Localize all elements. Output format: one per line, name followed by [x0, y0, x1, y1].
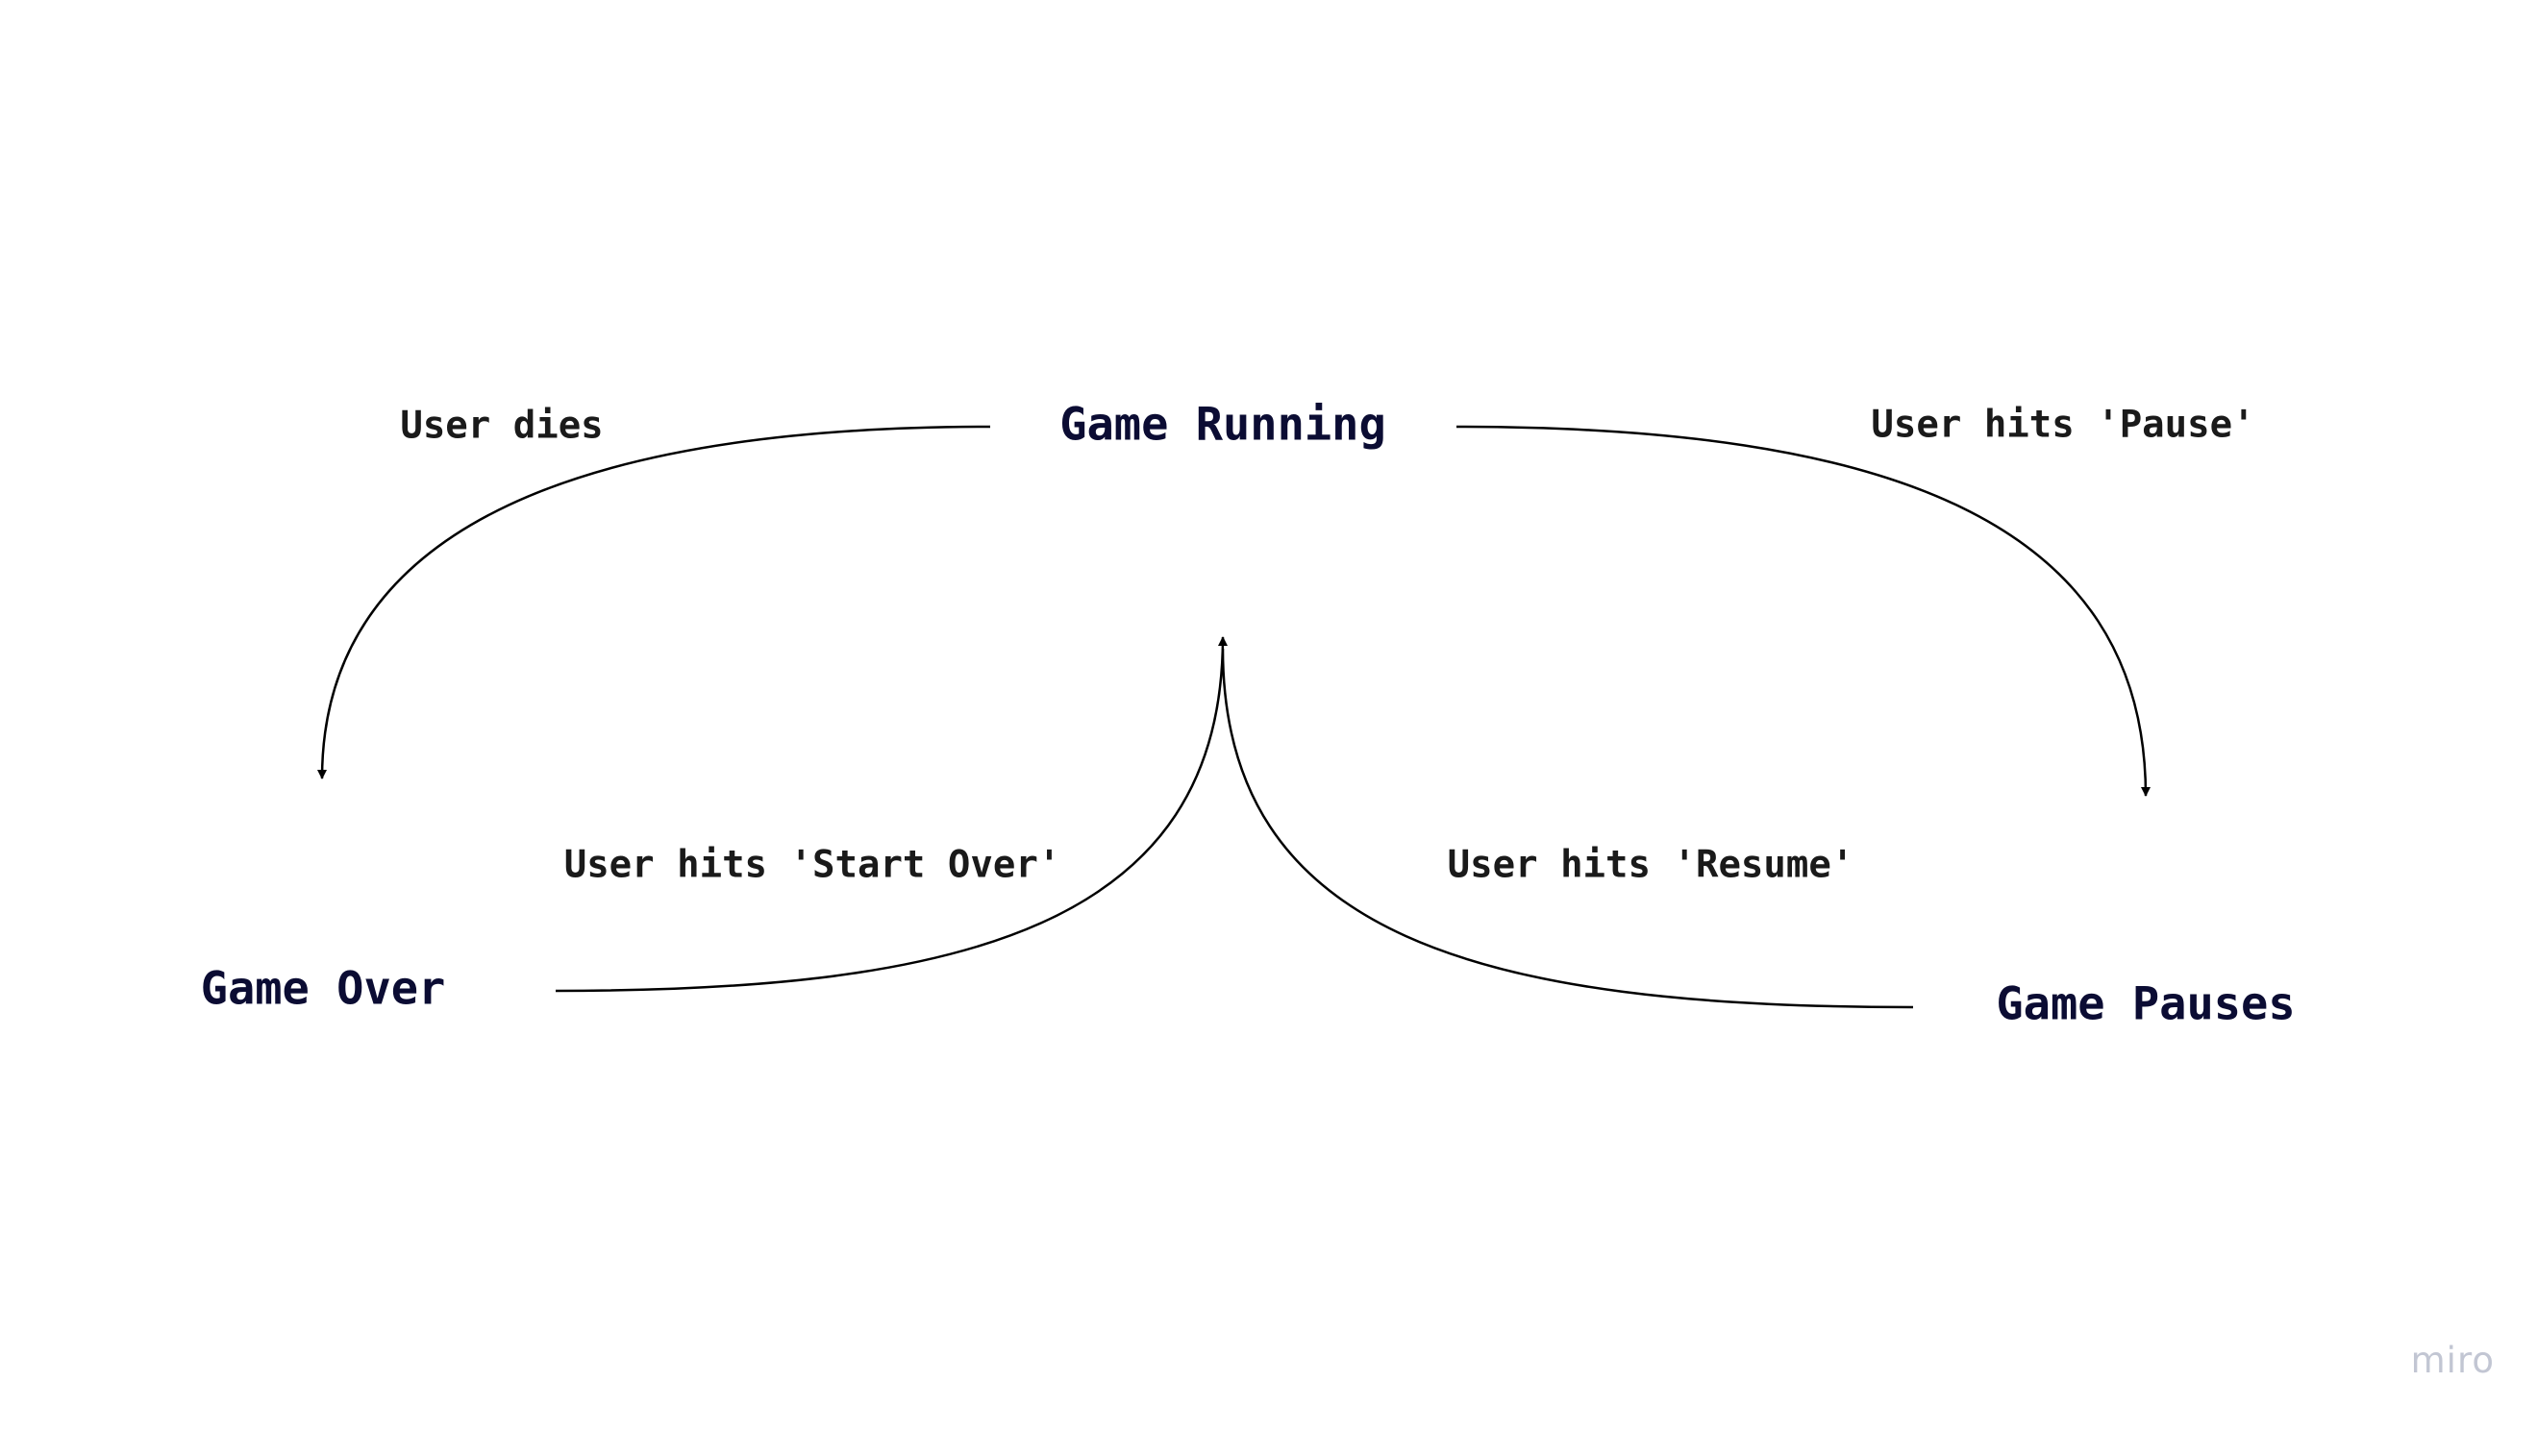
edge-user-dies [317, 425, 991, 779]
node-game-over: Game Over [200, 962, 446, 1016]
edge-user-hits-start-over [555, 636, 1228, 993]
edge-user-hits-pause [1455, 425, 2151, 797]
miro-watermark-logo: miro [2410, 1340, 2495, 1381]
label-user-hits-start-over: User hits 'Start Over' [563, 843, 1061, 887]
edge-user-hits-resume [1221, 648, 1914, 1009]
label-user-hits-resume: User hits 'Resume' [1447, 843, 1854, 887]
node-game-pauses: Game Pauses [1996, 977, 2296, 1031]
label-user-dies: User dies [400, 404, 604, 448]
label-user-hits-pause: User hits 'Pause' [1871, 403, 2255, 447]
node-game-running: Game Running [1059, 398, 1386, 452]
